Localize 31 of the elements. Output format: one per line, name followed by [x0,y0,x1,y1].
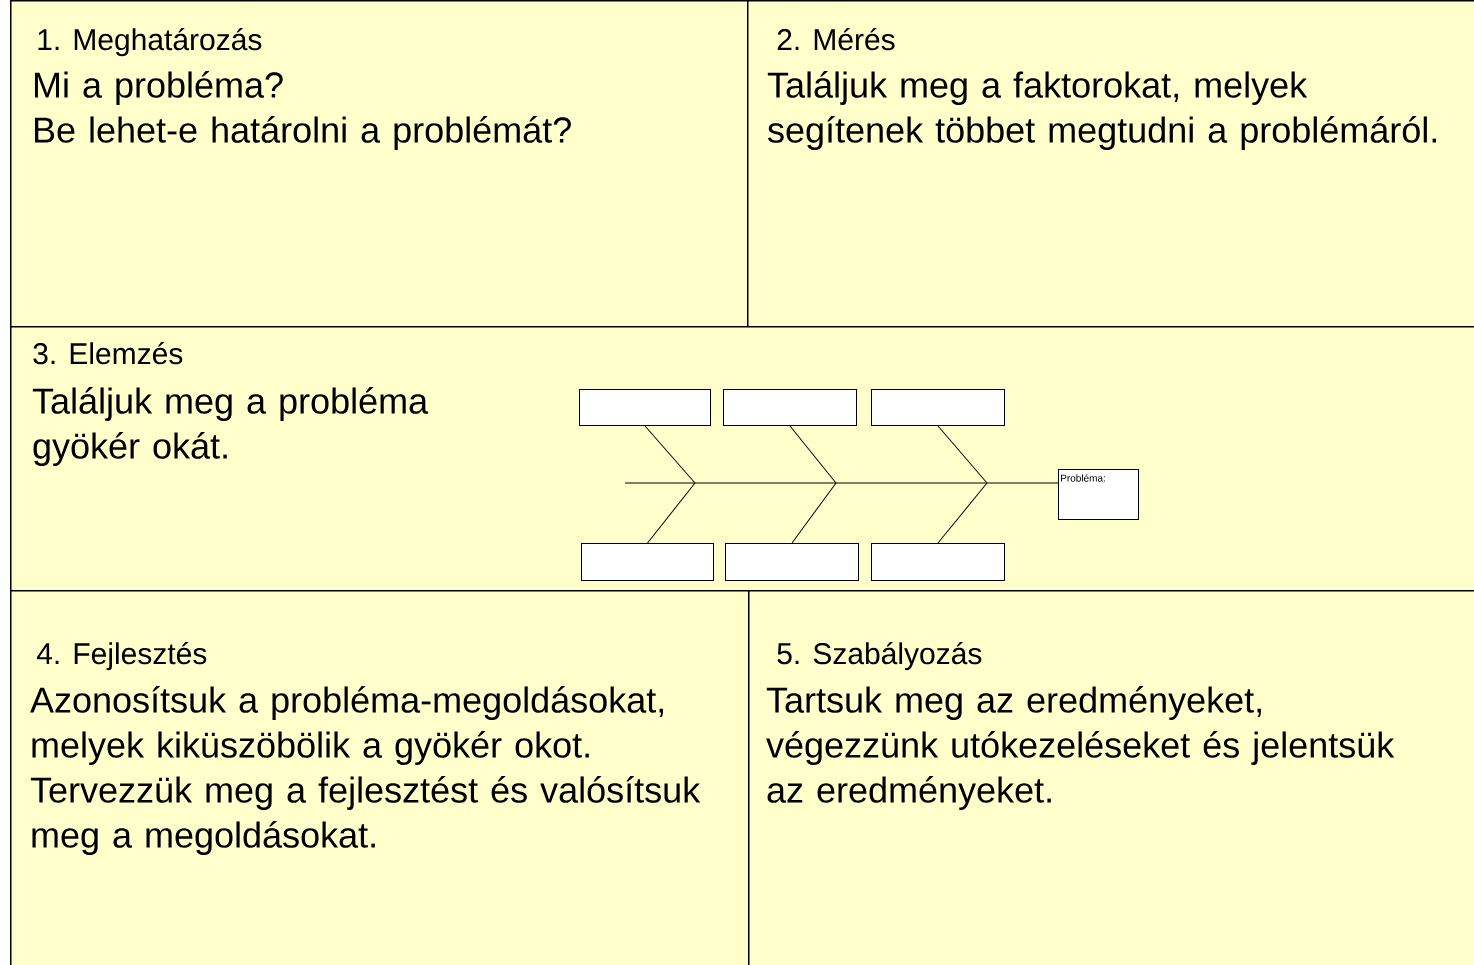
bone-box [723,389,857,426]
panel [10,590,750,965]
fishbone-line [647,482,696,544]
panel-heading: 1. Meghatározás [38,27,262,57]
panel [10,0,749,328]
body-text: Be lehet-e határolni a problémát? [34,116,571,150]
bone-box [581,543,714,581]
fishbone-line [789,425,837,484]
panel-heading: 4. Fejlesztés [36,641,207,671]
body-text: Mi a probléma? [34,71,283,105]
body-text: Találjuk meg a faktorokat, melyek segítenek többet megtudni a problémáról. [767,71,1436,150]
body-text: Tervezzük meg a fejlesztést és valósítsuk meg a megoldásokat. [30,776,701,855]
panel-heading: 3. Elemzés [33,341,183,365]
fishbone-line [624,482,1059,484]
bone-box [871,389,1005,426]
panel [747,0,1474,328]
panel [10,326,1474,592]
panel-heading: 2. Mérés [777,27,895,51]
body-text: Tartsuk meg az eredményeket, végezzünk utókezeléseket és jelentsük az eredményeket. [766,686,1395,810]
fishbone-line [937,425,988,484]
fishbone-line [644,425,696,484]
body-text: Találjuk meg a probléma gyökér okát. [32,387,429,466]
problem-box: Probléma: [1058,469,1139,520]
bone-box [725,543,859,581]
fishbone-line [937,482,988,544]
panel-heading: 5. Szabályozás [777,641,982,671]
bone-box [871,543,1005,581]
body-text: Azonosítsuk a probléma-megoldásokat, melyek kiküszöbölik a gyökér okot. [30,686,663,765]
panel [748,590,1474,965]
fishbone-line [791,482,837,544]
bone-box [579,389,711,426]
